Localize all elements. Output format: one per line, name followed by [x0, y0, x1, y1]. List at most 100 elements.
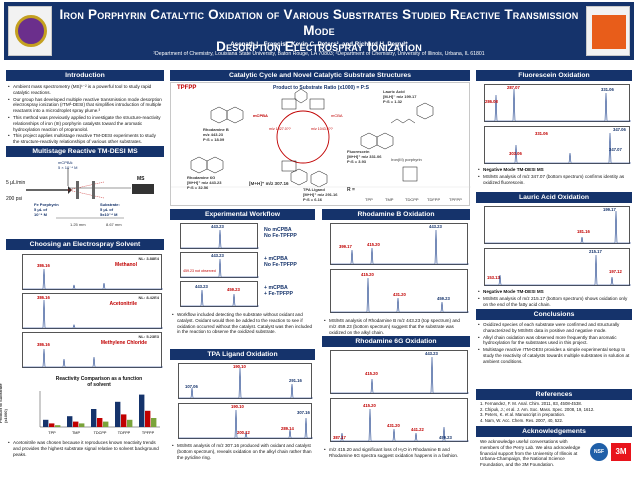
nsf-logo: NSF	[590, 443, 608, 461]
reference-item: 2. Chipuk, J.; et al. J. Am. Soc. Mass. …	[480, 406, 595, 412]
reference-item: 4. Nam, W. Acc. Chem. Res. 2007, 40, 522…	[480, 417, 564, 423]
rb-top-peak-3: 415.20	[367, 242, 380, 247]
solvent-bullet-text: Acetonitrile was chosen because it repro…	[8, 440, 163, 457]
la-bottom-peak-2: 197.12	[609, 269, 622, 274]
bar-tpp-dcm	[55, 425, 61, 427]
illinois-logo	[586, 6, 630, 56]
bar-tdcpp-dcm	[103, 421, 109, 427]
lauric-heading: Lauric Acid Oxidation	[476, 192, 632, 203]
introduction-text: Ambient mass spectrometry (MS)¹⁻² is a p…	[8, 84, 163, 146]
r6g-bottom-peak-2: 387.17	[333, 435, 346, 440]
rhodamine-b-structure-label: Rhodamine B m/z 443.23 P:S = 18.09	[203, 127, 229, 142]
fluorescein-heading: Fluorescein Oxidation	[476, 70, 632, 81]
workflow-bullet: Workflow included detecting the substrat…	[172, 312, 314, 336]
workflow-spectrum-3: 443.23 459.23	[180, 281, 259, 307]
lauric-bullets: Negative Mode TM-DESI MS MS/MS analysis …	[478, 289, 632, 308]
tpa-spectra: 190.10 291.16 107.06 190.10 200.12 289.1…	[170, 361, 315, 441]
workflow-peak-3: 443.23	[195, 284, 208, 289]
la-bottom-peak-1: 215.17	[589, 249, 602, 254]
workflow-condition-1: No mCPBA No Fe-TPFPP	[264, 227, 297, 239]
bar-tpfpp-dcm	[151, 418, 157, 427]
fluorescein-bottom-spectrum: 303.06 347.06 331.06 347.07	[484, 126, 631, 164]
introduction-heading: Introduction	[6, 70, 164, 81]
cycle-mz2: m/z 1043.0??	[311, 127, 333, 131]
acknowledgements-text: We acknowledge useful conversations with…	[480, 439, 581, 468]
bar-tmp-acn	[67, 416, 73, 427]
multistage-diagram: 5 μL/min 200 psi mCPBA: 5 × 10⁻⁴ M Fe Po…	[6, 158, 164, 234]
acetonitrile-nl: NL: 8.42E4	[138, 295, 159, 300]
ligand-tpp: TPP	[365, 197, 373, 202]
tpa-heading: TPA Ligand Oxidation	[170, 349, 315, 360]
workflow-peak-2: 443.23	[211, 253, 224, 258]
r6g-bottom-peak-4: 441.22	[411, 427, 424, 432]
conclusion-bullet: Multistage reactive rTM-DESI provides a …	[478, 347, 632, 364]
bar-category-label: TMP	[72, 431, 80, 435]
tpa-top-peak-2: 291.16	[289, 378, 302, 383]
substrate-label: Substrate: 5 μL of 5x10⁻⁴ M	[100, 202, 120, 217]
acknowledgements-heading: Acknowledgements	[476, 426, 632, 437]
rb-top-peak-2: 399.17	[339, 244, 352, 249]
intro-bullet: Ambient mass spectrometry (MS)¹⁻² is a p…	[8, 84, 163, 96]
workflow-product-peak: 459.23	[227, 287, 240, 292]
distance-1-label: 1.25 mm	[70, 222, 86, 227]
fl-top-peak-2: 331.06	[601, 87, 614, 92]
r6g-top-spectrum: 443.23 415.20	[330, 350, 469, 394]
fluorescein-structure-label: Fluorescein [M+H]⁺ m/z 331.06 P:S = 3.93	[347, 149, 382, 164]
ligand-tmp: TMP	[385, 197, 394, 202]
tpa-bottom-peak-4: 307.16	[297, 410, 310, 415]
methanol-nl: NL: 3.88E4	[138, 256, 159, 261]
rhodamine-b-spectra: 443.23 399.17 415.20 415.20 431.20 459.2…	[322, 221, 470, 317]
bar-tdfpp-dcm	[127, 419, 133, 427]
tpa-top-peak-1: 190.10	[233, 364, 246, 369]
fluorescein-spectra: 287.07 331.06 286.08 303.06 347.06 331.0…	[476, 82, 632, 166]
ratio-label: Product to Substrate Ratio (x1000) = P:S	[273, 85, 369, 91]
reference-item: 3. Peters, K. et al. Manuscript in prepa…	[480, 412, 566, 418]
acetonitrile-spectrum: NL: 8.42E4 Acetonitrile 386.16	[22, 293, 163, 329]
solvent-heading: Choosing an Electrospray Solvent	[6, 239, 164, 250]
intro-bullet: Our group has developed multiple reactiv…	[8, 97, 163, 114]
ligand-tdfpp: TDFPP	[427, 197, 441, 202]
rb-bottom-peak-2: 431.20	[393, 292, 406, 297]
rhodamine-b-heading: Rhodamine B Oxidation	[322, 209, 470, 220]
bar-tdcpp-meoh	[97, 418, 103, 427]
workflow-spectra: 443.23 No mCPBA No Fe-TPFPP 443.23 459.2…	[170, 221, 315, 311]
rb-bottom-peak-3: 459.23	[437, 296, 450, 301]
r6g-bullet: m/z 415.20 and significant loss of H₂O i…	[324, 447, 468, 460]
workflow-note: 459.23 not observed	[183, 269, 216, 273]
distance-2-label: 8.67 mm	[106, 222, 122, 227]
cycle-drawing	[171, 88, 471, 188]
conclusion-bullet: Oxidized species of each substrate were …	[478, 322, 632, 334]
fe-porphyrin-label: Fe Porphyrin 5 μL of 10⁻⁴ M	[34, 202, 59, 217]
apparatus-drawing	[26, 168, 154, 219]
bar-tpp-acn	[43, 419, 49, 427]
rb-top-peak-1: 443.23	[429, 224, 442, 229]
mcpba-label: mCPBA: 5 × 10⁻⁴ M	[58, 160, 78, 170]
references-list: 1. Fernandez, F. M. Anal. Chim. 2011, 83…	[480, 401, 632, 423]
bar-tmp-meoh	[73, 421, 79, 427]
solvent-bullet: Acetonitrile was chosen because it repro…	[8, 440, 163, 458]
tpa-bottom-peak-1: 190.10	[231, 404, 244, 409]
dcm-peak: 386.16	[37, 342, 50, 347]
rhodamine-b-bullet: MS/MS analysis of Rhodamine B m/z 443.23…	[324, 318, 468, 336]
ligand-tpfpp: TPFPP	[449, 197, 462, 202]
rhodamine-b-bottom-spectrum: 415.20 431.20 459.23	[330, 269, 469, 313]
workflow-spectrum-1: 443.23	[180, 223, 259, 249]
intro-bullet: This method was previously applied to in…	[8, 115, 163, 132]
tpa-top-peak-3: 107.06	[185, 384, 198, 389]
workflow-spectrum-2: 443.23 459.23 not observed	[180, 252, 259, 278]
tpfpp-label: TPFPP	[177, 85, 197, 91]
fluorescein-top-spectrum: 287.07 331.06 286.08	[484, 84, 631, 122]
3m-logo: 3M	[611, 443, 631, 461]
methanol-peak: 386.16	[37, 263, 50, 268]
bar-category-label: TDFPP	[118, 431, 131, 435]
r6g-top-peak-1: 443.23	[425, 351, 438, 356]
la-top-peak-2: 181.16	[577, 229, 590, 234]
methanol-spectrum: NL: 3.88E4 Methanol 386.16	[22, 254, 163, 290]
fl-bottom-peak-2: 347.06	[613, 127, 626, 132]
references-heading: References	[476, 389, 632, 400]
lauric-bullet: MS/MS analysis of m/z 215.17 (bottom spe…	[478, 296, 632, 308]
r6g-heading: Rhodamine 6G Oxidation	[322, 336, 470, 347]
tpa-bottom-peak-3: 289.14	[281, 426, 294, 431]
bar-tpfpp-meoh	[145, 410, 151, 427]
